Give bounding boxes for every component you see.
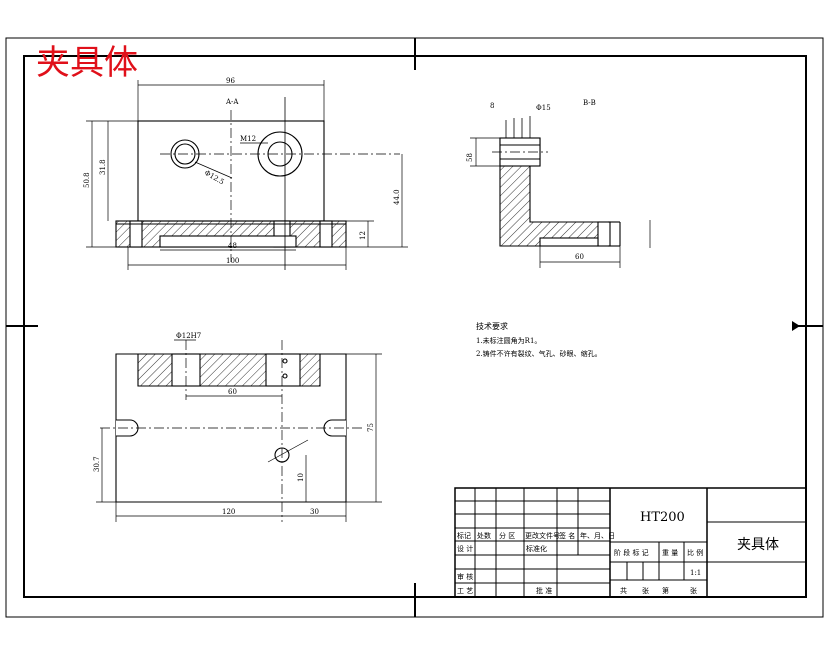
tb-review: 审 核 [457,572,473,581]
dim-30: 30 [310,508,319,516]
tb-ratio: 比 例 [687,548,703,557]
tb-h-sign: 签 名 [559,531,575,540]
tb-sheet-word: 张 [642,586,649,595]
notes-line-2: 2.铸件不许有裂纹、气孔、砂眼、缩孔。 [476,349,602,358]
tb-h-mark: 标记 [457,531,471,540]
tb-part-name: 夹具体 [737,537,779,553]
dim-50-8: 50.8 [83,172,91,188]
dim-58: 58 [466,153,474,162]
tb-material: HT200 [640,510,685,525]
dim-100: 100 [226,257,239,265]
section-label-2: B-B [583,99,596,107]
front-view [86,80,408,270]
tb-design: 设 计 [457,544,473,553]
tb-h-zone: 分 区 [499,531,515,540]
dim-30-7: 30.7 [93,456,101,472]
tb-scale: 1:1 [690,569,701,577]
tb-total: 共 [620,586,627,595]
tb-standard: 标准化 [526,544,547,553]
tb-stage: 阶 段 标 记 [614,548,649,557]
dim-44: 44.0 [393,189,401,205]
title-block-text: 标记 处数 分 区 更改文件号 签 名 年、月、日 设 计 标准化 审 核 工 … [457,510,779,595]
dim-60-top: 60 [228,388,237,396]
top-view-dims: Φ12H7 60 120 30 75 30.7 10 [93,332,375,516]
dim-120: 120 [222,508,235,516]
dim-48: 48 [228,242,237,250]
tb-weight: 重 量 [662,549,678,557]
corner-title: 夹具体 [36,43,138,83]
dim-10: 10 [297,473,305,482]
top-view [96,339,382,522]
section-label-1: A-A [225,98,239,106]
title-block [454,487,807,598]
dim-m12: M12 [240,135,256,143]
dim-12: 12 [359,231,367,240]
dim-d15: Φ15 [536,104,551,112]
tb-page: 第 [662,586,669,595]
dim-8: 8 [490,102,494,110]
technical-notes: 技术要求 1.未标注圆角为R1。 2.铸件不许有裂纹、气孔、砂眼、缩孔。 [476,321,602,358]
dim-d12-5: Φ12.5 [203,169,225,187]
tb-h-date: 年、月、日 [580,531,615,540]
tb-page-word: 张 [690,586,697,595]
notes-title: 技术要求 [476,321,508,331]
tb-process: 工 艺 [457,587,473,595]
dim-60: 60 [575,253,584,261]
side-view [470,116,651,268]
tb-approve: 批 准 [536,586,552,595]
dim-75: 75 [367,423,375,432]
tb-h-count: 处数 [477,531,491,540]
notes-line-1: 1.未标注圆角为R1。 [476,336,541,345]
outer-border [5,37,824,618]
dim-d12h7: Φ12H7 [176,332,201,340]
dim-96: 96 [226,77,235,85]
side-view-dims: B-B 8 Φ15 58 60 [466,99,596,261]
dim-31-8: 31.8 [99,159,107,175]
tb-h-doc: 更改文件号 [525,531,560,540]
